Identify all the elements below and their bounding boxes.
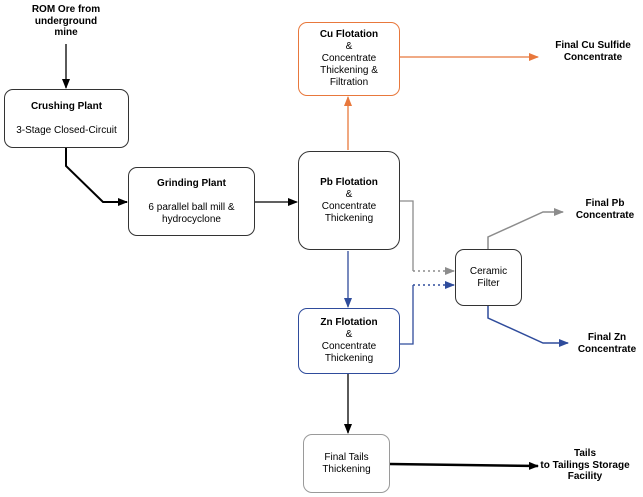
final-zn-concentrate-label: Final Zn Concentrate (577, 332, 637, 355)
arrow-tails-to-tsf (389, 461, 539, 470)
pb-flotation-title: Pb Flotation (320, 176, 378, 188)
cu-flotation-title: Cu Flotation (319, 29, 379, 40)
grinding-plant-title: Grinding Plant (157, 177, 226, 189)
pb-flotation-box: Pb Flotation & Concentrate Thickening (298, 151, 400, 250)
final-tails-box: Final Tails Thickening (303, 434, 390, 493)
zn-flotation-title: Zn Flotation (320, 317, 378, 328)
arrow-crushing-to-grinding (65, 148, 128, 206)
crushing-plant-detail: 3-Stage Closed-Circuit (16, 124, 117, 136)
final-cu-concentrate-label: Final Cu Sulfide Concentrate (555, 40, 631, 63)
crushing-plant-title: Crushing Plant (30, 100, 103, 112)
final-pb-concentrate-label: Final Pb Concentrate (575, 198, 635, 221)
tails-to-tsf-label: Tails to Tailings Storage Facility (540, 448, 630, 482)
line-zn-to-filter (400, 285, 414, 345)
arrow-filter-to-pb-product (487, 208, 564, 249)
arrow-filter-to-zn-product (487, 306, 569, 347)
zn-flotation-box: Zn Flotation & Concentrate Thickening (298, 308, 400, 374)
cu-flotation-box: Cu Flotation & Concentrate Thickening & … (298, 22, 400, 96)
crushing-plant-box: Crushing Plant 3-Stage Closed-Circuit (4, 89, 129, 148)
line-pb-to-filter (400, 200, 414, 271)
grinding-plant-detail-2: hydrocyclone (162, 213, 221, 225)
grinding-plant-detail-1: 6 parallel ball mill & (148, 201, 235, 213)
rom-ore-label: ROM Ore from underground mine (31, 4, 101, 38)
ceramic-filter-box: Ceramic Filter (455, 249, 522, 306)
grinding-plant-box: Grinding Plant 6 parallel ball mill & hy… (128, 167, 255, 236)
